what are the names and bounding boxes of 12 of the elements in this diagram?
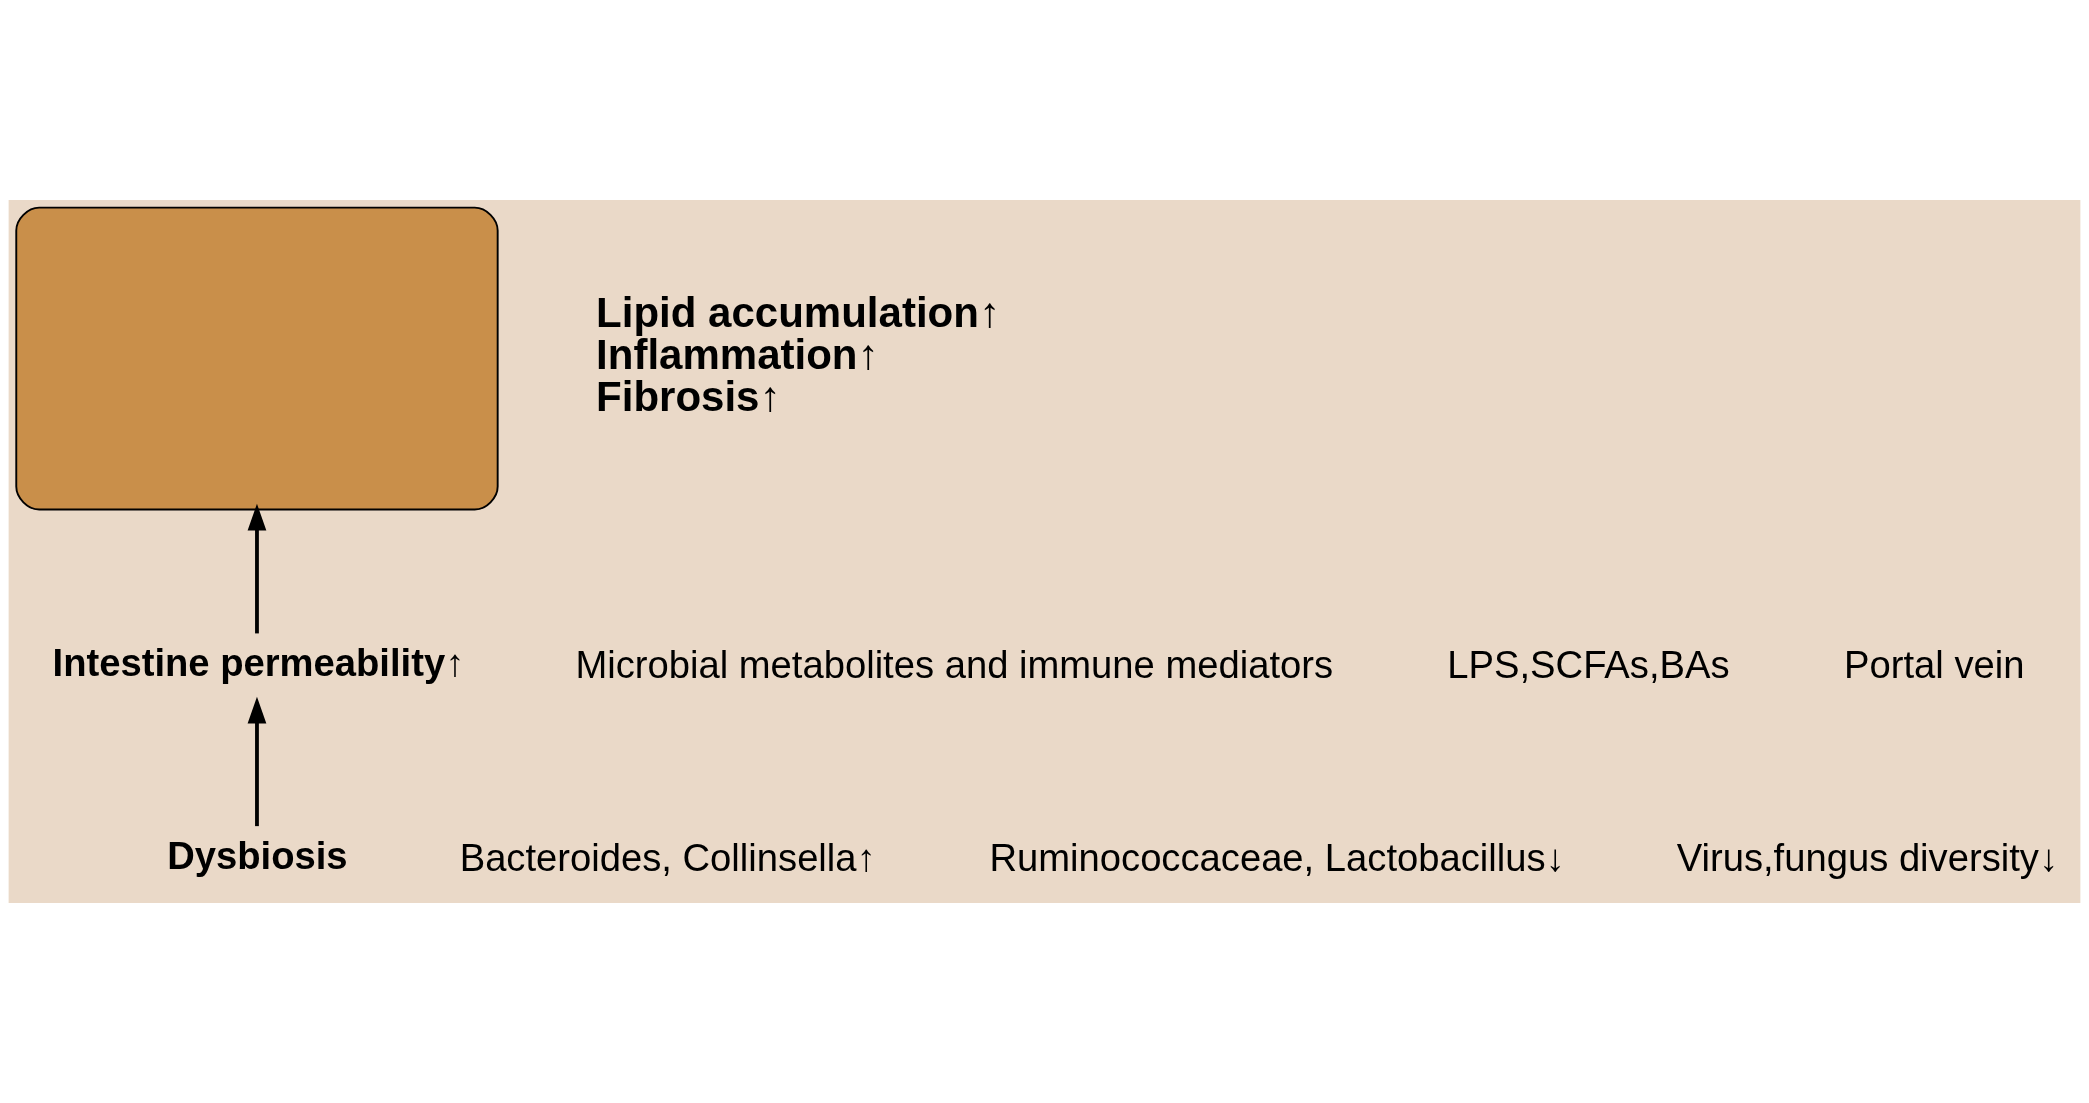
arrow	[247, 503, 267, 634]
label: Virus,fungus diversity↓	[1676, 835, 2059, 879]
label: LPS,SCFAs,BAs	[1447, 642, 1730, 686]
label: Ruminococcaceae, Lactobacillus↓	[989, 835, 1565, 879]
arrow	[247, 696, 267, 827]
label: Microbial metabolites and immune mediators	[575, 642, 1334, 686]
node-box	[15, 206, 499, 511]
node-label: Fibrosis↑	[596, 373, 781, 421]
label: Portal vein	[1844, 642, 2025, 686]
node-text: Dysbiosis	[167, 833, 348, 877]
node-text: Intestine permeability↑	[52, 640, 465, 684]
label: Bacteroides, Collinsella↑	[459, 835, 876, 879]
